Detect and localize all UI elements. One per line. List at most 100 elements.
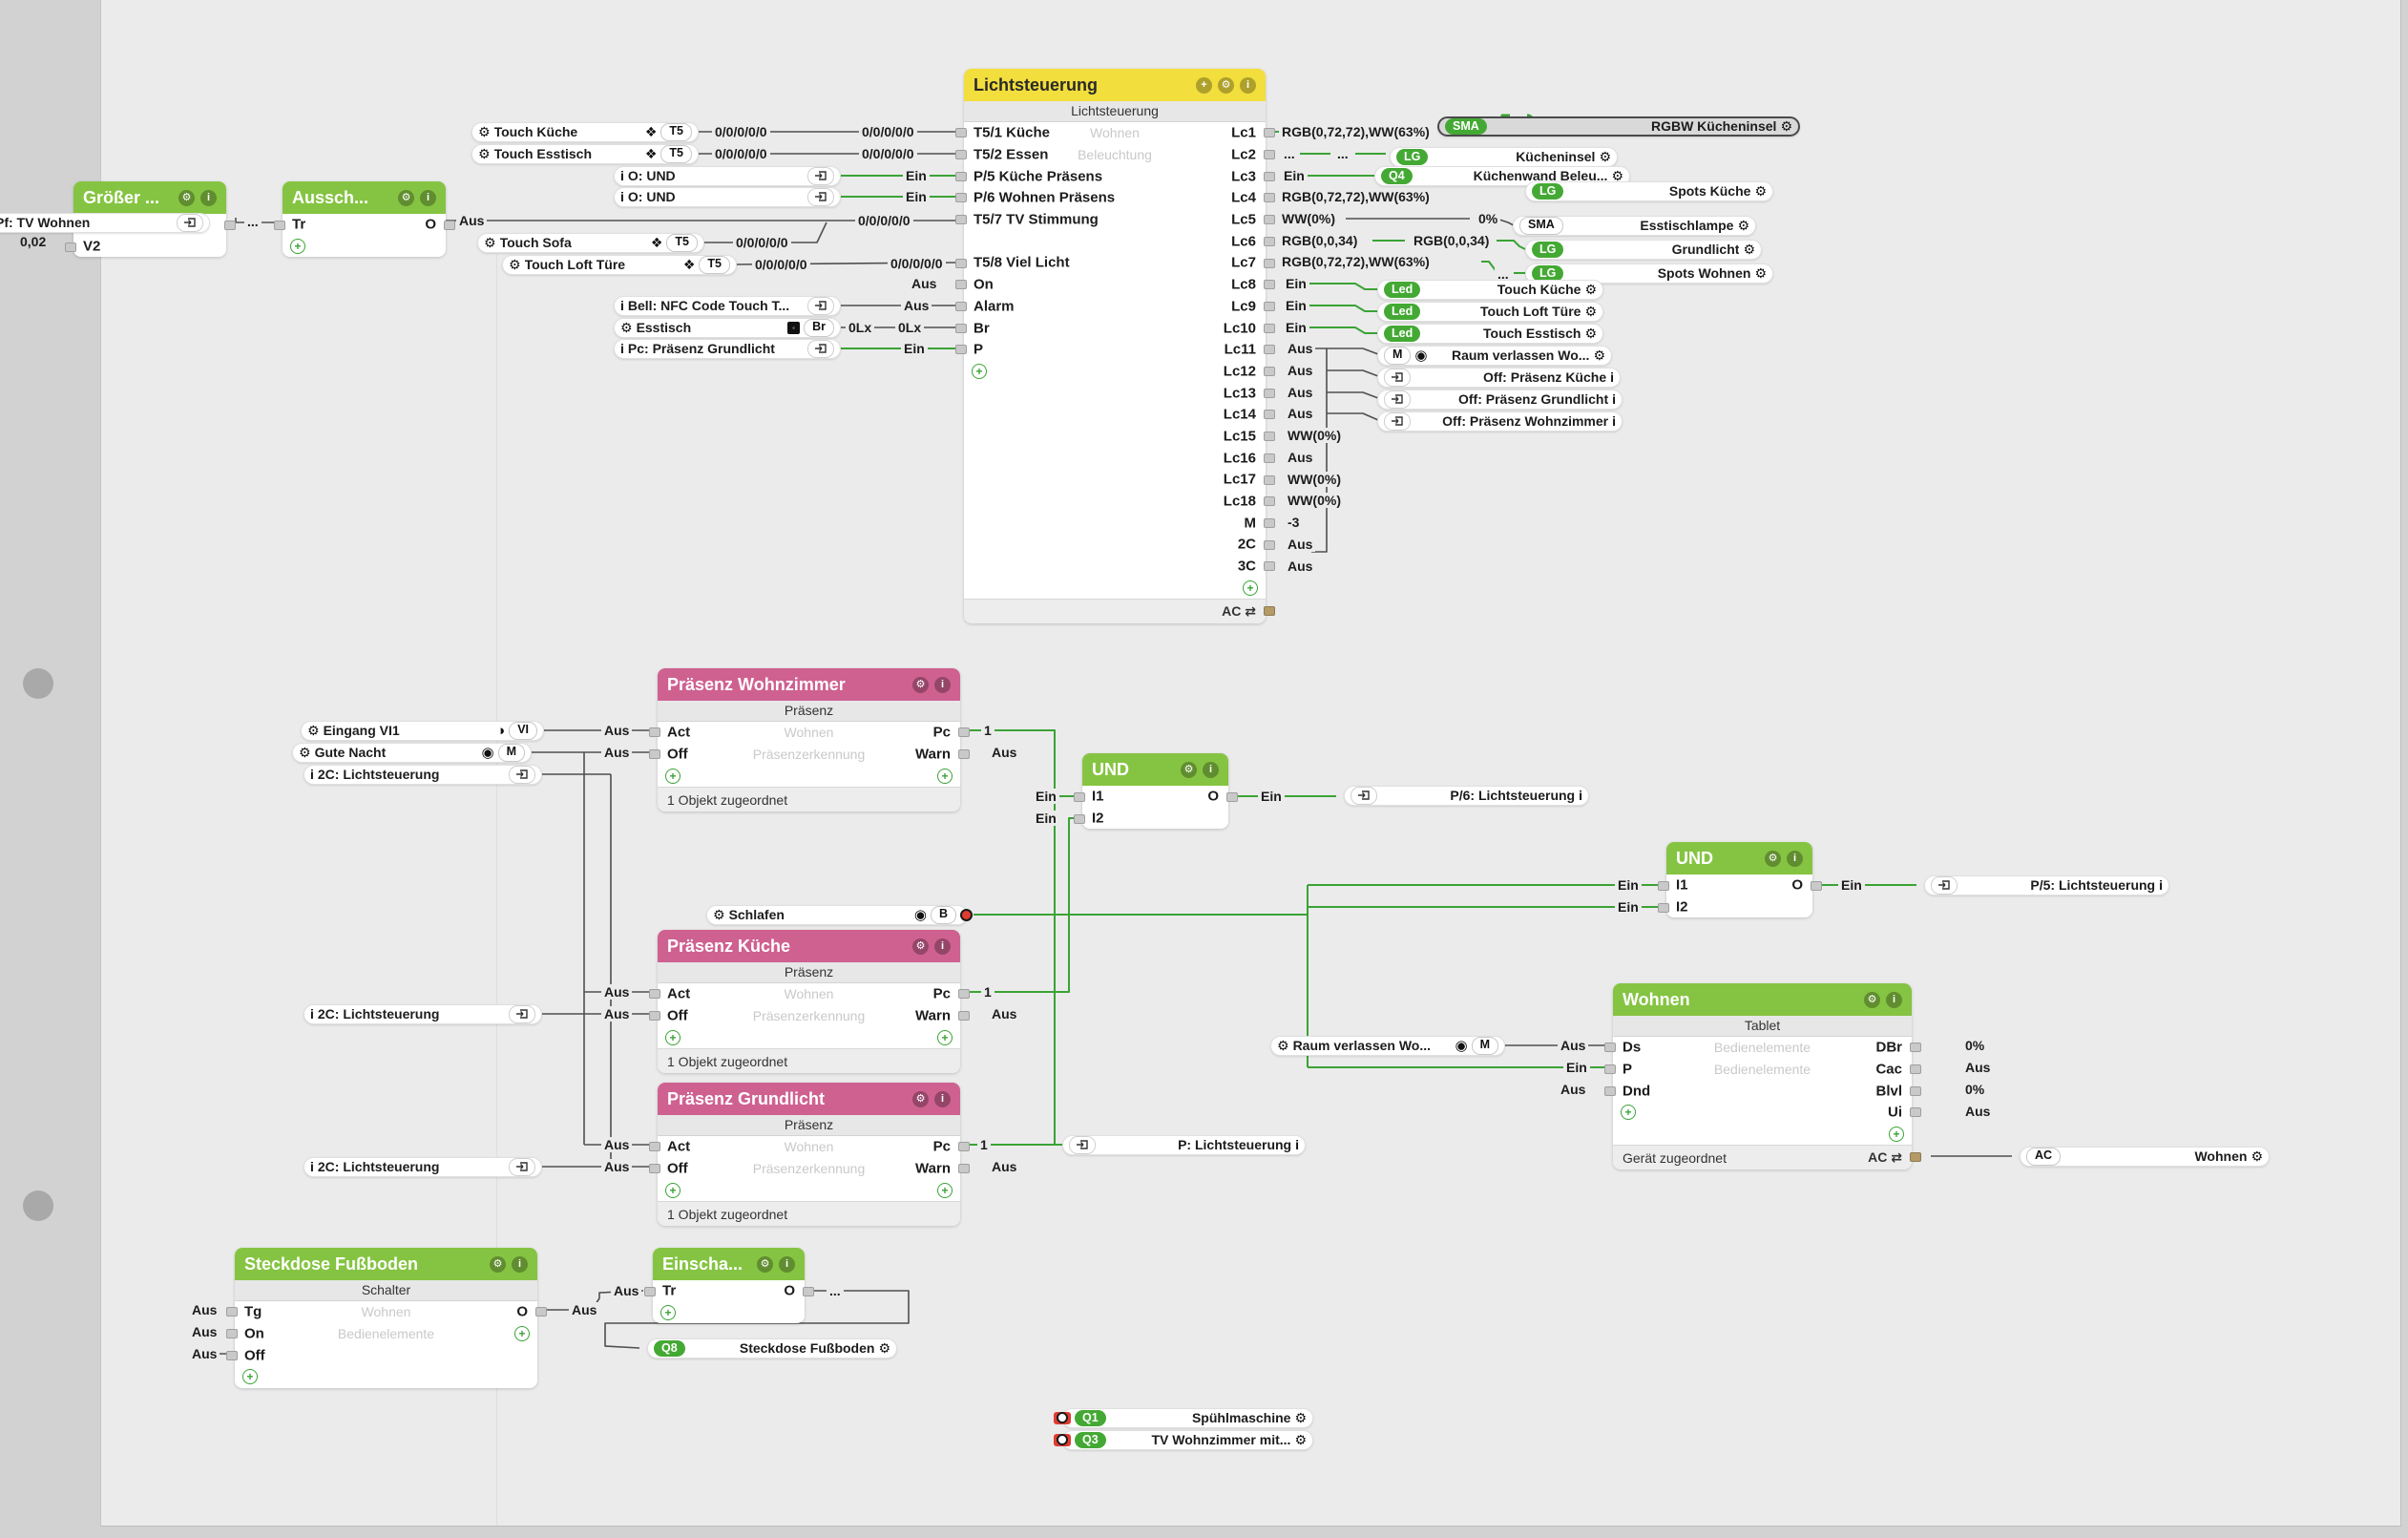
info-icon[interactable]: i [310,767,314,782]
ref-pill-touch-k-che[interactable]: ⚙Touch Küche❖T5 [471,121,699,142]
gear-icon[interactable]: ⚙ [912,1090,929,1107]
input-port[interactable] [1658,903,1669,914]
output-port[interactable] [958,749,970,760]
output-port[interactable] [1910,1064,1921,1075]
info-icon[interactable]: i [934,1090,951,1107]
output-port[interactable] [958,1164,970,1174]
info-icon[interactable]: i [512,1255,528,1273]
input-port[interactable] [274,221,285,231]
info-icon[interactable]: i [2159,877,2163,893]
gear-icon[interactable]: ⚙ [1294,1432,1307,1447]
gear-icon[interactable]: ⚙ [509,257,521,272]
gear-icon[interactable]: ⚙ [398,189,414,206]
ref-pill-esstisch[interactable]: ⚙Esstisch◦Br [614,317,841,338]
info-icon[interactable]: i [310,1006,314,1022]
add-input-icon[interactable]: + [665,1029,681,1045]
input-port[interactable] [955,215,967,225]
add-input-icon[interactable]: + [290,239,305,255]
info-icon[interactable]: i [1240,76,1256,94]
gear-icon[interactable]: ⚙ [1599,149,1611,164]
add-output-icon[interactable]: + [937,1182,953,1198]
input-port[interactable] [1604,1043,1616,1053]
gear-icon[interactable]: ⚙ [490,1255,506,1273]
input-port[interactable] [955,345,967,355]
output-port[interactable] [224,221,236,231]
gear-icon[interactable]: ⚙ [1765,850,1781,867]
input-port[interactable] [649,1164,660,1174]
add-output-icon[interactable]: + [1889,1127,1904,1143]
output-port[interactable] [958,1011,970,1022]
output-port[interactable] [1264,215,1275,225]
output-port[interactable] [1910,1085,1921,1096]
input-port[interactable] [226,1307,238,1317]
output-port[interactable] [1264,517,1275,528]
input-port[interactable] [955,323,967,333]
output-port[interactable] [1910,1107,1921,1118]
input-port[interactable] [955,150,967,160]
output-port[interactable] [1264,453,1275,463]
gear-icon[interactable]: ⚙ [178,189,195,206]
input-port[interactable] [955,128,967,138]
ac-port[interactable] [1264,605,1275,616]
output-port[interactable] [535,1307,547,1317]
info-icon[interactable]: i [620,341,624,356]
add-output-icon[interactable]: + [937,768,953,784]
gear-icon[interactable]: ⚙ [620,320,633,335]
info-icon[interactable]: i [420,189,436,206]
output-port[interactable] [1264,496,1275,507]
ac-port[interactable] [1910,1152,1921,1162]
add-output-icon[interactable]: + [937,1029,953,1045]
output-port[interactable] [1264,323,1275,333]
output-port[interactable] [958,727,970,738]
input-port[interactable] [1074,814,1085,825]
output-port[interactable] [1264,171,1275,181]
gear-icon[interactable]: ⚙ [1584,304,1597,319]
input-port[interactable] [955,258,967,268]
output-port[interactable] [1264,280,1275,290]
info-icon[interactable]: i [200,189,217,206]
add-output-icon[interactable]: + [514,1326,530,1342]
info-icon[interactable]: i [620,168,624,183]
output-connector-icon[interactable] [1054,1433,1071,1446]
output-port[interactable] [1264,345,1275,355]
gear-icon[interactable]: ⚙ [1754,183,1767,199]
ref-pill-touch-loft-t-re[interactable]: ⚙Touch Loft Türe❖T5 [502,254,737,275]
input-port[interactable] [955,280,967,290]
gear-icon[interactable]: ⚙ [1584,282,1597,297]
info-icon[interactable]: i [620,298,624,313]
output-port[interactable] [1226,792,1238,803]
input-port[interactable] [955,301,967,311]
output-port[interactable] [1910,1043,1921,1053]
ref-pill-raum-verlassen-wo[interactable]: M◉Raum verlassen Wo...⚙ [1377,345,1612,366]
input-port[interactable] [1604,1064,1616,1075]
input-port[interactable] [649,749,660,760]
info-icon[interactable]: i [1612,391,1616,407]
ref-pill-touch-esstisch[interactable]: ⚙Touch Esstisch❖T5 [471,143,699,164]
add-input-icon[interactable]: + [242,1369,258,1385]
info-icon[interactable]: i [1579,788,1582,803]
gear-icon[interactable]: ⚙ [1218,76,1234,94]
input-port[interactable] [65,242,76,253]
gear-icon[interactable]: ⚙ [2251,1148,2263,1164]
